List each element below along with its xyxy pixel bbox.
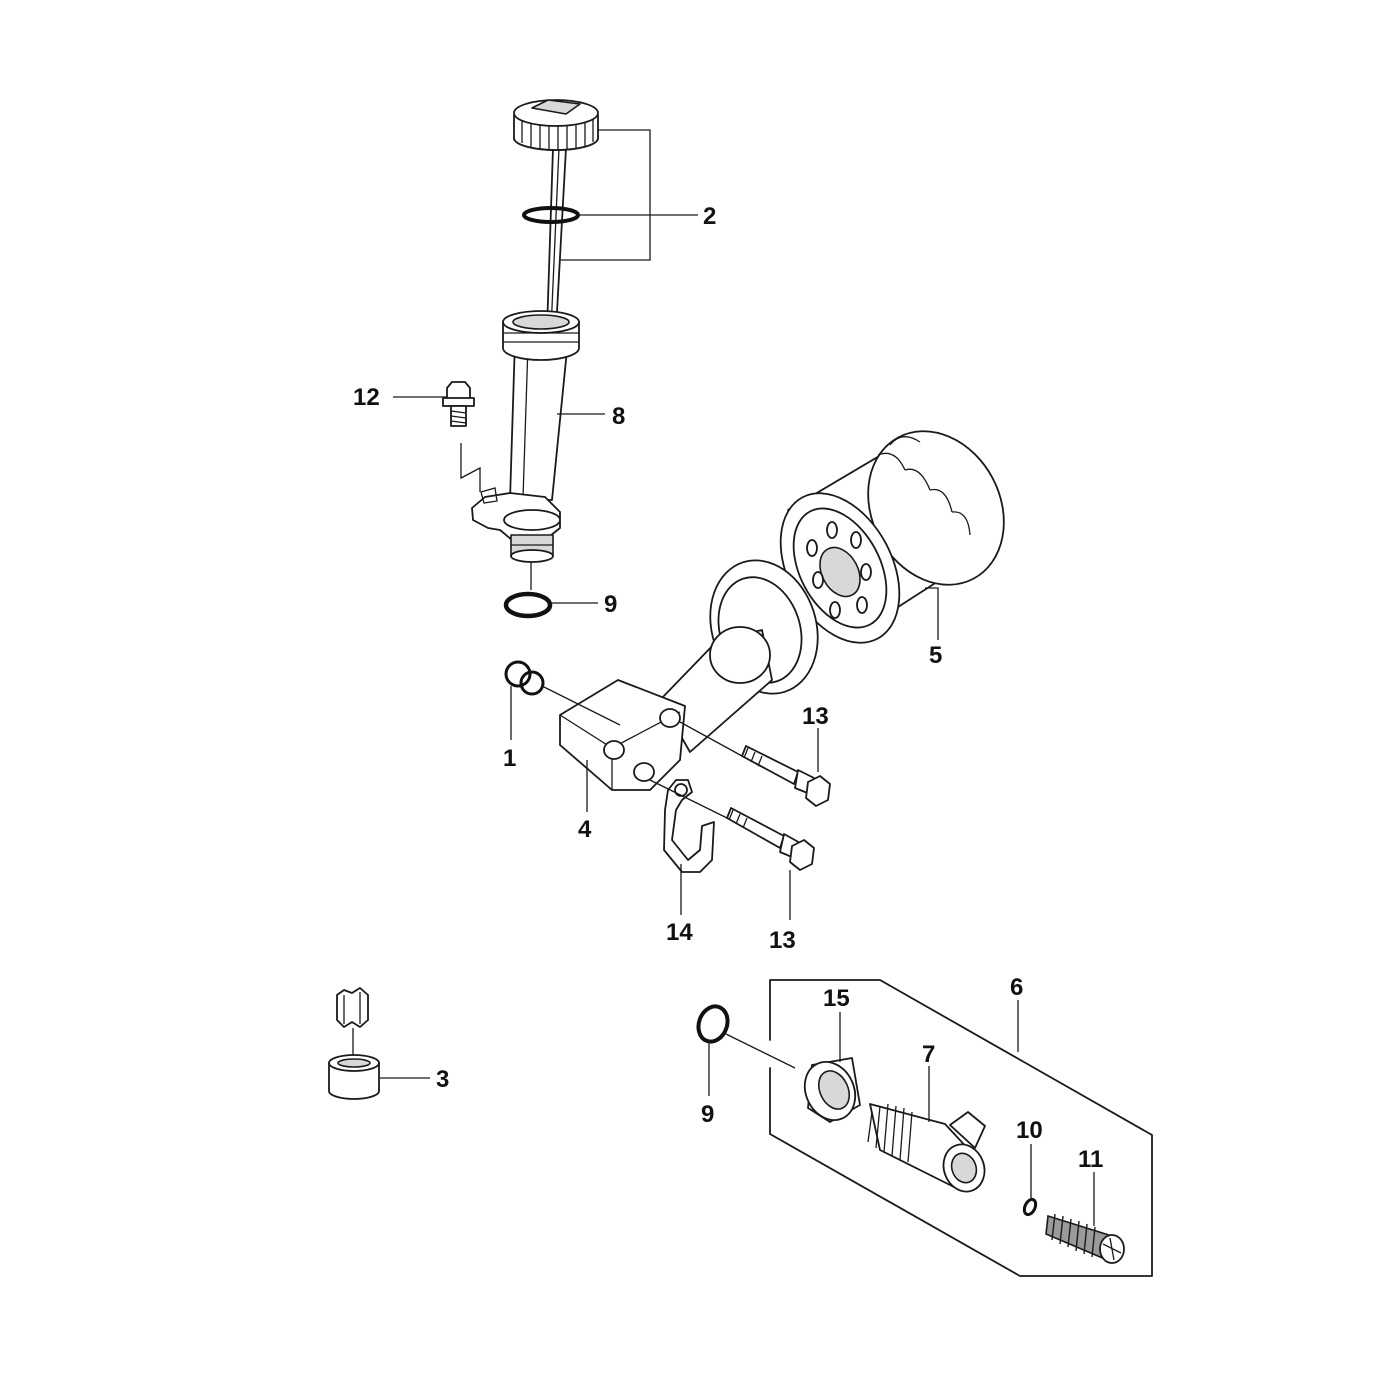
leader-lines (380, 129, 1095, 1226)
callout-14: 14 (666, 919, 693, 946)
dipstick-assembly (513, 99, 599, 331)
relief-valve-group (696, 979, 1153, 1277)
callout-10: 10 (1016, 1117, 1043, 1144)
o-rings-1 (504, 660, 545, 696)
callout-13-upper: 13 (802, 703, 829, 730)
callout-2: 2 (703, 203, 716, 230)
clamp-14 (663, 779, 715, 873)
o-ring-9-upper (503, 591, 553, 619)
callout-4: 4 (578, 816, 592, 843)
bolt-12 (442, 381, 481, 492)
callout-11: 11 (1078, 1146, 1103, 1173)
oil-filter (779, 430, 1005, 644)
callout-9-lower: 9 (701, 1101, 714, 1128)
callout-5: 5 (929, 642, 942, 669)
callout-15: 15 (823, 985, 850, 1012)
bolt-13-upper (741, 745, 831, 807)
filter-adapter (559, 559, 819, 791)
callout-6: 6 (1010, 974, 1023, 1001)
dipstick-tube (471, 310, 580, 563)
callout-3: 3 (436, 1066, 449, 1093)
callout-9-upper: 9 (604, 591, 617, 618)
bolt-13-lower (726, 807, 815, 871)
callout-1: 1 (503, 745, 516, 772)
rotor-3 (328, 987, 380, 1100)
callout-12: 12 (353, 384, 380, 411)
callout-7: 7 (922, 1041, 935, 1068)
callout-13-lower: 13 (769, 927, 796, 954)
callout-8: 8 (612, 403, 625, 430)
callout-labels: 2 12 8 9 5 13 1 4 14 13 6 15 7 3 9 10 11 (353, 203, 1103, 1173)
